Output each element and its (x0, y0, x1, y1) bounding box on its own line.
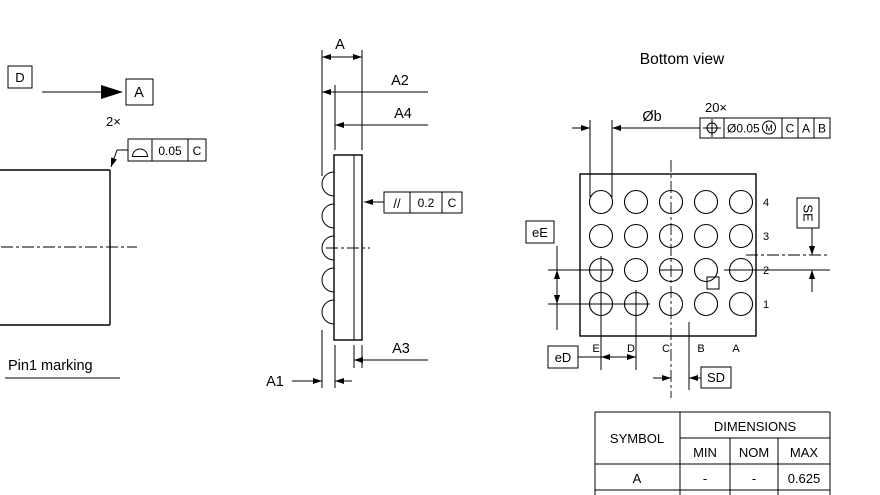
sd-frame (700, 366, 732, 389)
column-label: E (592, 343, 599, 355)
section-arrow: A (42, 78, 154, 106)
position-tolerance: Ø0.05 (727, 122, 760, 136)
ball (588, 223, 614, 249)
parallelism-tolerance: 0.2 (418, 196, 435, 210)
dim-a-label: A (335, 37, 345, 53)
position-count-label: 20× (705, 100, 727, 115)
profile-datum: C (193, 144, 202, 158)
column-label: D (627, 343, 635, 355)
position-fcf: 20× Ø0.05 M C A B (699, 100, 831, 139)
table-cell-symbol: A (633, 471, 642, 486)
row-labels: 4 3 2 1 (763, 197, 769, 311)
se-dimension: SE (796, 197, 820, 292)
column-label: B (697, 343, 704, 355)
section-arrow-icon (101, 85, 123, 99)
parallelism-icon: // (393, 196, 401, 211)
column-labels: E D C B A (592, 343, 740, 355)
table-cell-max: 0.625 (788, 471, 821, 486)
se-label: SE (801, 204, 816, 222)
table-dimensions-header: DIMENSIONS (714, 419, 797, 434)
ball (728, 189, 754, 215)
table-row: A - - 0.625 (633, 471, 821, 486)
se-frame (796, 197, 820, 229)
sd-label: SD (707, 370, 725, 385)
dim-a2-label: A2 (391, 73, 409, 89)
parallelism-fcf: // 0.2 C (364, 191, 463, 214)
position-datum-3: B (818, 122, 826, 136)
position-datum-2: A (802, 122, 810, 136)
mmc-modifier-label: M (765, 123, 773, 133)
ball (693, 257, 719, 283)
ball-diameter-label: Øb (642, 109, 661, 125)
bottom-view-title: Bottom view (640, 51, 725, 68)
ball-diameter-dimension: Øb (572, 109, 700, 132)
dimensions-table: SYMBOL DIMENSIONS MIN NOM MAX A - - 0.62… (594, 411, 831, 495)
ball (693, 189, 719, 215)
left-view: D A 2× 0.05 C Pin1 marking (0, 65, 207, 379)
table-col-max: MAX (790, 445, 819, 460)
bottom-construction-lines (548, 120, 830, 398)
row-label: 4 (763, 197, 769, 209)
profile-fcf: 2× 0.05 C (106, 114, 207, 168)
column-label: A (732, 343, 740, 355)
pin1-index-square (706, 276, 720, 290)
ball (623, 257, 649, 283)
package-body-outline (0, 169, 137, 326)
row-label: 3 (763, 231, 769, 243)
column-label: C (662, 343, 670, 355)
dim-a3-label: A3 (392, 341, 410, 357)
side-extension-lines (321, 50, 363, 388)
section-a-frame (125, 78, 154, 106)
side-view: A A2 A4 // 0.2 C A3 A1 (266, 37, 463, 390)
sd-dimension: SD (653, 366, 732, 389)
pitch-ee-dimension: eE (525, 220, 561, 330)
datum-d-frame (7, 65, 33, 89)
solder-bumps (321, 171, 335, 325)
row-label: 2 (763, 265, 769, 277)
datum-d-label: D (15, 70, 24, 85)
table-col-nom: NOM (739, 445, 769, 460)
bottom-view: Bottom view (525, 51, 831, 398)
pin1-marking-label: Pin1 marking (8, 358, 93, 374)
position-icon (703, 119, 721, 137)
ball (728, 291, 754, 317)
pitch-ed-dimension: eD (547, 345, 636, 369)
position-datum-1: C (786, 122, 795, 136)
table-col-min: MIN (693, 445, 717, 460)
mmc-modifier-icon (762, 120, 776, 135)
ball (693, 223, 719, 249)
ball (693, 291, 719, 317)
ball (623, 223, 649, 249)
section-a-label: A (134, 85, 144, 101)
table-cell-nom: - (752, 471, 756, 486)
profile-count-label: 2× (106, 114, 121, 129)
dim-a4-label: A4 (394, 106, 412, 122)
parallelism-datum: C (448, 196, 457, 210)
ee-frame (525, 220, 555, 244)
side-body (333, 154, 363, 341)
ed-label: eD (555, 350, 572, 365)
ball (728, 223, 754, 249)
dim-a1-label: A1 (266, 374, 284, 390)
ee-label: eE (532, 225, 548, 240)
ball (588, 189, 614, 215)
profile-surface-icon (131, 148, 149, 157)
profile-tolerance: 0.05 (158, 144, 182, 158)
table-cell-min: - (703, 471, 707, 486)
ball (623, 189, 649, 215)
row-label: 1 (763, 299, 769, 311)
table-symbol-header: SYMBOL (610, 431, 664, 446)
